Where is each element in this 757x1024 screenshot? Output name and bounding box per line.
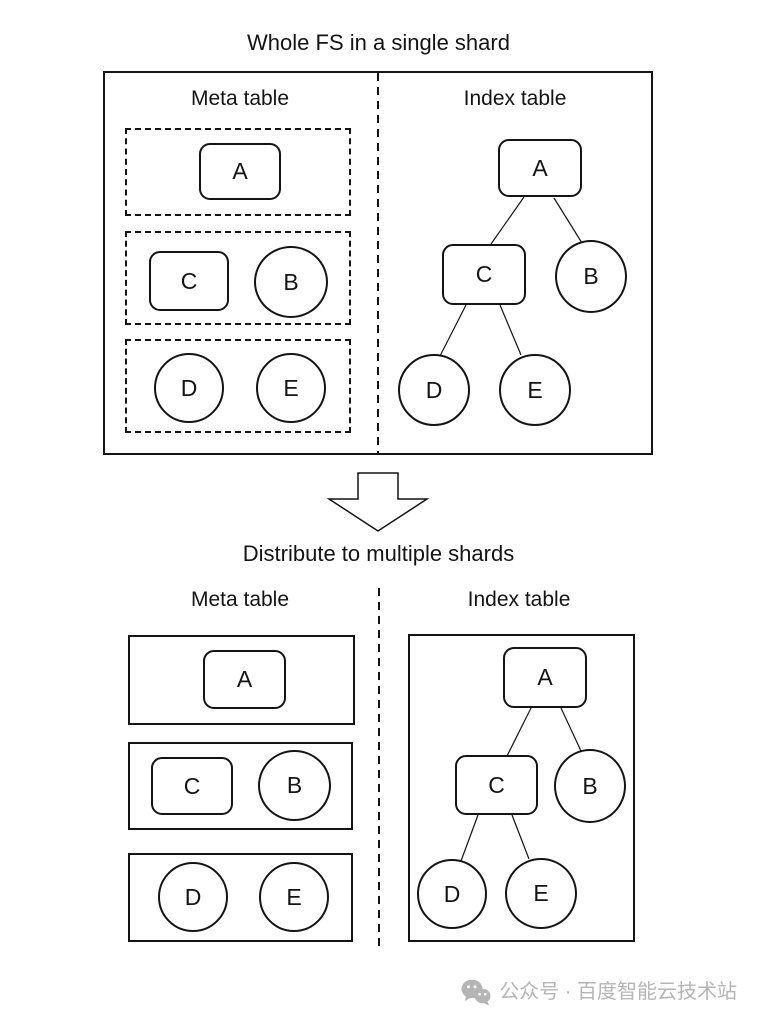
node-label: B [286,772,303,798]
node-label: E [283,374,299,401]
top-index-node-a: A [498,139,582,197]
top-section-title: Whole FS in a single shard [247,30,510,55]
top-meta-group-2 [125,231,351,325]
bottom-index-node-e: E [505,858,577,929]
top-meta-node-d: D [154,353,224,423]
wechat-icon [461,979,491,1005]
top-edge-a-b [553,197,583,244]
node-label: E [286,883,302,910]
bottom-edge-c-e [511,814,530,860]
bottom-index-node-b: B [554,749,626,823]
node-label: A [532,154,548,181]
node-label: D [425,376,443,403]
top-edge-c-d [439,304,467,357]
node-label: B [582,772,598,799]
node-label: B [283,268,299,295]
bottom-index-node-d: D [417,859,487,929]
top-index-table-heading: Index table [463,87,567,110]
transition-label: Distribute to multiple shards [242,541,515,566]
top-meta-group-1 [125,128,351,216]
node-label: A [236,666,253,692]
watermark: 公众号 · 百度智能云技术站 [461,978,737,1006]
bottom-index-node-c: C [455,755,538,815]
top-index-node-e: E [499,354,571,426]
single-shard-box [103,71,653,455]
node-label: D [180,374,198,401]
node-label: A [537,664,553,690]
node-label: B [583,263,599,289]
node-label: D [184,883,202,910]
down-arrow-icon [326,472,430,532]
bottom-index-node-a: A [503,647,587,708]
bottom-table-divider [378,588,380,952]
bottom-meta-node-b: B [258,750,331,821]
top-meta-node-c: C [149,251,229,311]
node-label: E [527,376,543,403]
node-label: E [533,880,549,906]
bottom-index-table-heading: Index table [467,588,571,611]
bottom-meta-node-a: A [203,650,286,709]
top-meta-table-heading: Meta table [190,87,290,110]
top-index-node-c: C [442,244,526,305]
watermark-text: 公众号 · 百度智能云技术站 [499,981,737,1003]
node-label: A [232,158,248,184]
bottom-edge-a-c [506,707,532,757]
node-label: C [183,772,201,799]
top-meta-node-b: B [254,246,328,318]
top-index-node-b: B [555,240,627,313]
node-label: D [443,880,461,907]
node-label: C [180,267,198,294]
bottom-meta-node-c: C [151,757,233,815]
bottom-meta-node-e: E [259,862,329,932]
bottom-edge-c-d [460,814,479,862]
top-edge-c-e [499,304,522,356]
bottom-meta-node-d: D [158,862,228,932]
bottom-meta-table-heading: Meta table [190,588,290,611]
top-meta-node-e: E [256,353,326,423]
top-table-divider [377,73,379,453]
node-label: C [488,771,505,798]
top-meta-group-3 [125,339,351,433]
bottom-edge-a-b [560,707,582,752]
top-index-node-d: D [398,354,470,426]
node-label: C [475,261,493,287]
top-meta-node-a: A [199,143,281,200]
top-edge-a-c [490,196,525,245]
